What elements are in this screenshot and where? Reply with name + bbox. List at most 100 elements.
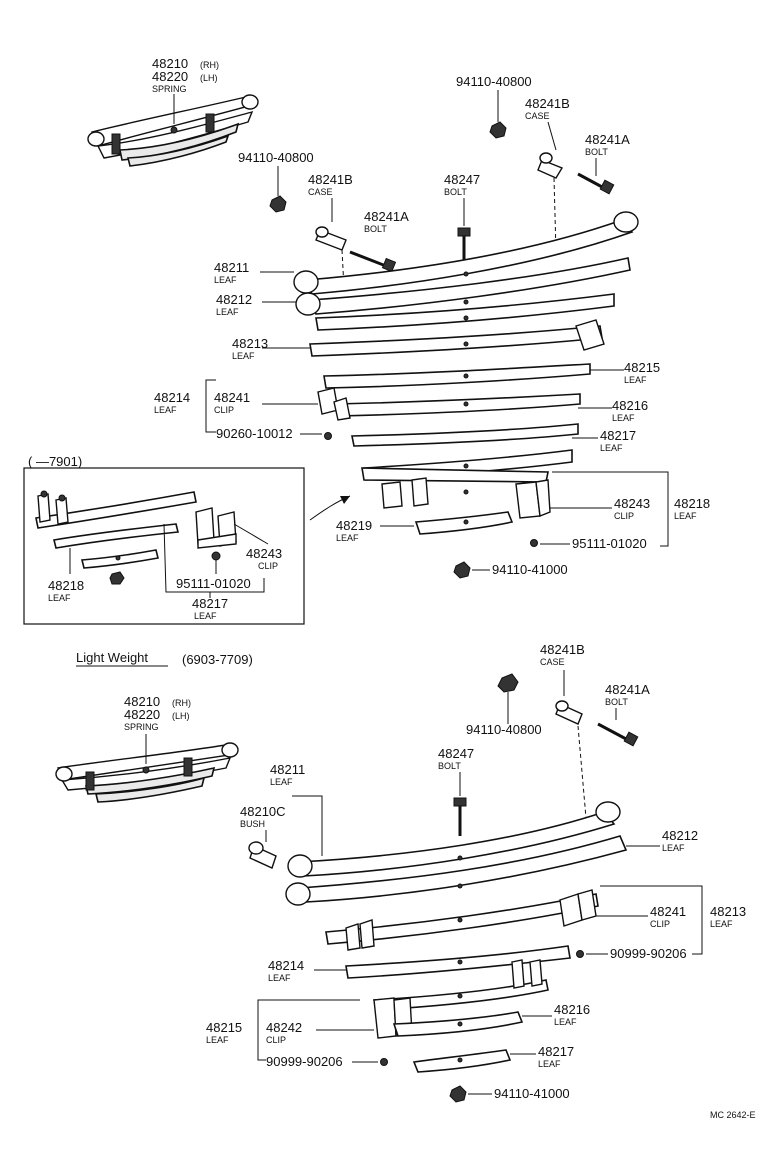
case-icon xyxy=(315,226,347,251)
leaf-clip-48241 xyxy=(317,387,581,421)
lower-bolt-name: BOLT xyxy=(605,697,628,707)
upper-leaf-48216-name: LEAF xyxy=(612,413,635,423)
nut-icon xyxy=(489,121,507,139)
upper-bolt-a-pn: 48241A xyxy=(364,209,409,224)
nut-icon xyxy=(449,1085,467,1103)
lower-spring-pn1-tag: (RH) xyxy=(172,698,191,708)
inset-leaf-48217-pn: 48217 xyxy=(192,596,228,611)
lower-leaf-48216 xyxy=(392,1011,524,1037)
lower-section-title: Light Weight xyxy=(76,650,148,665)
lower-case-pn: 48241B xyxy=(540,642,585,657)
inset-clip-name: CLIP xyxy=(258,561,278,571)
upper-leaf-48215-name: LEAF xyxy=(624,375,647,385)
upper-bolt-b-pn: 48241A xyxy=(585,132,630,147)
lower-clip-48241-name: CLIP xyxy=(650,919,670,929)
figure-code: MC 2642-E xyxy=(710,1110,756,1120)
upper-leaf-48219-pn: 48219 xyxy=(336,518,372,533)
lower-leaf-48211 xyxy=(287,801,621,878)
lower-leaf-48216-name: LEAF xyxy=(554,1017,577,1027)
upper-clip-48241-pn: 48241 xyxy=(214,390,250,405)
lower-rivet2-pn: 90999-90206 xyxy=(266,1054,343,1069)
lower-clip-48241-pn: 48241 xyxy=(650,904,686,919)
nut-icon xyxy=(109,571,125,585)
bolt-icon xyxy=(349,250,397,273)
upper-leaf-48217-name: LEAF xyxy=(600,443,623,453)
lower-leaf-48211-name: LEAF xyxy=(270,777,293,787)
lower-leaf-48217-name: LEAF xyxy=(538,1059,561,1069)
lower-center-bolt-pn: 48247 xyxy=(438,746,474,761)
lower-leaf-48212-name: LEAF xyxy=(662,843,685,853)
rivet-icon xyxy=(324,432,332,440)
rivet-icon xyxy=(211,551,221,561)
lower-section-range: (6903-7709) xyxy=(182,652,253,667)
arrow-head-icon xyxy=(340,496,350,504)
bush-icon xyxy=(248,841,277,869)
lower-center-bolt-name: BOLT xyxy=(438,761,461,771)
upper-clip-48243-name: CLIP xyxy=(614,511,634,521)
lower-spring-pn2-tag: (LH) xyxy=(172,711,190,721)
upper-center-bolt-name: BOLT xyxy=(444,187,467,197)
upper-spring-pn1-tag: (RH) xyxy=(200,60,219,70)
inset-rivet-pn: 95111-01020 xyxy=(176,576,251,591)
lower-leaf-48213-name: LEAF xyxy=(710,919,733,929)
upper-rivet2-pn: 95111-01020 xyxy=(572,536,647,551)
upper-spring-pn2: 48220 xyxy=(152,69,188,84)
lower-spring-assembly-thumbnail xyxy=(55,742,239,803)
upper-leaf-48215-pn: 48215 xyxy=(624,360,660,375)
inset-frame xyxy=(23,467,305,625)
leaf-48211 xyxy=(293,211,639,295)
inset-leaf-48218-name: LEAF xyxy=(48,593,71,603)
inset-leaf-48218-pn: 48218 xyxy=(48,578,84,593)
nut-icon xyxy=(497,673,519,693)
lower-spring-pn1: 48210 xyxy=(124,694,160,709)
upper-leaf-48214-pn: 48214 xyxy=(154,390,190,405)
upper-leaf-48211-pn: 48211 xyxy=(214,260,249,275)
lower-leaf-48216-pn: 48216 xyxy=(554,1002,590,1017)
upper-nut-bottom-pn: 94110-41000 xyxy=(492,562,568,577)
upper-center-bolt-pn: 48247 xyxy=(444,172,480,187)
spring-assembly-thumbnail xyxy=(87,94,259,167)
upper-leaf-48219-name: LEAF xyxy=(336,533,359,543)
inset-clip-pn: 48243 xyxy=(246,546,282,561)
upper-case-b-name: CASE xyxy=(525,111,550,121)
inset-leaf-48217-name: LEAF xyxy=(194,611,217,621)
rivet-icon xyxy=(530,539,538,547)
rivet-icon xyxy=(380,1058,388,1066)
upper-leaf-48211-name: LEAF xyxy=(214,275,237,285)
inset-leaf-48218 xyxy=(35,490,197,529)
upper-clip-48241-name: CLIP xyxy=(214,405,234,415)
lower-leaf-48212 xyxy=(285,835,628,906)
leaf-48213 xyxy=(315,293,615,331)
inset-range: ( —7901) xyxy=(28,454,82,469)
lower-clip-48242-name: CLIP xyxy=(266,1035,286,1045)
leaf-48216 xyxy=(351,423,579,447)
inset-clip-48243 xyxy=(195,507,237,549)
lower-bolt-pn: 48241A xyxy=(605,682,650,697)
lower-leaf-48213 xyxy=(325,889,599,951)
upper-leaf-48212-name: LEAF xyxy=(216,307,239,317)
lower-bush-pn: 48210C xyxy=(240,804,286,819)
upper-leaf-48216-pn: 48216 xyxy=(612,398,648,413)
lower-leaf-48215-name: LEAF xyxy=(206,1035,229,1045)
lower-spring-name: SPRING xyxy=(124,722,159,732)
lower-leaf-48214-pn: 48214 xyxy=(268,958,304,973)
upper-leaf-48213-name: LEAF xyxy=(232,351,255,361)
leaf-48215 xyxy=(323,363,591,389)
nut-icon xyxy=(269,195,287,213)
lower-leaf-48215-pn: 48215 xyxy=(206,1020,242,1035)
leaf-48218 xyxy=(361,467,551,519)
lower-leaf-48211-pn: 48211 xyxy=(270,762,305,777)
upper-nut-b-pn: 94110-40800 xyxy=(456,74,532,89)
lower-rivet-pn: 90999-90206 xyxy=(610,946,687,961)
center-bolt-icon xyxy=(457,227,471,262)
upper-spring-pn1: 48210 xyxy=(152,56,188,71)
case-icon xyxy=(537,152,564,179)
rivet-icon xyxy=(576,950,584,958)
lower-case-name: CASE xyxy=(540,657,565,667)
lower-leaf-48215 xyxy=(373,959,549,1039)
case-icon xyxy=(555,700,583,725)
leaf-48212 xyxy=(295,257,631,316)
upper-leaf-48218-name: LEAF xyxy=(674,511,697,521)
upper-case-b-pn: 48241B xyxy=(525,96,570,111)
